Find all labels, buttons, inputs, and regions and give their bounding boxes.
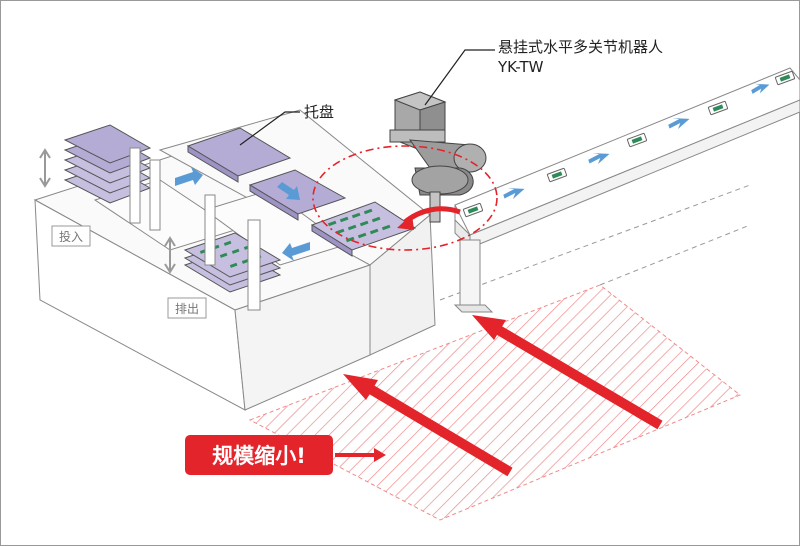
tray-leader-line: [239, 111, 300, 146]
input-tag: 投入: [51, 225, 91, 247]
output-tag: 排出: [167, 297, 207, 319]
process-arrows: [175, 167, 310, 261]
reduction-arrows: [343, 315, 663, 477]
robot-model-label: YK-TW: [497, 58, 544, 76]
callout-text: 规模缩小!: [212, 444, 306, 468]
robot-work-envelope: [312, 145, 498, 251]
robot-name-label: 悬挂式水平多关节机器人: [498, 38, 663, 56]
robot-motion-arrowhead: [397, 214, 414, 230]
tray-label: 托盘: [304, 103, 334, 121]
filled-tray: [310, 201, 417, 257]
conveyor-leg: [459, 239, 481, 311]
robot-leader-line: [424, 49, 495, 106]
input-label: 投入: [59, 229, 83, 244]
input-tray-stack: [39, 124, 161, 231]
scale-reduction-callout: 规模缩小!: [185, 435, 386, 475]
output-label: 排出: [175, 302, 199, 316]
reduced-footprint-area: [248, 284, 741, 521]
scara-robot: [389, 91, 487, 223]
conveyor-flow-arrows: [503, 83, 770, 199]
floor-guide-line: [439, 184, 751, 301]
conveyor-components: [462, 70, 796, 218]
output-tray-stack: [164, 194, 282, 311]
